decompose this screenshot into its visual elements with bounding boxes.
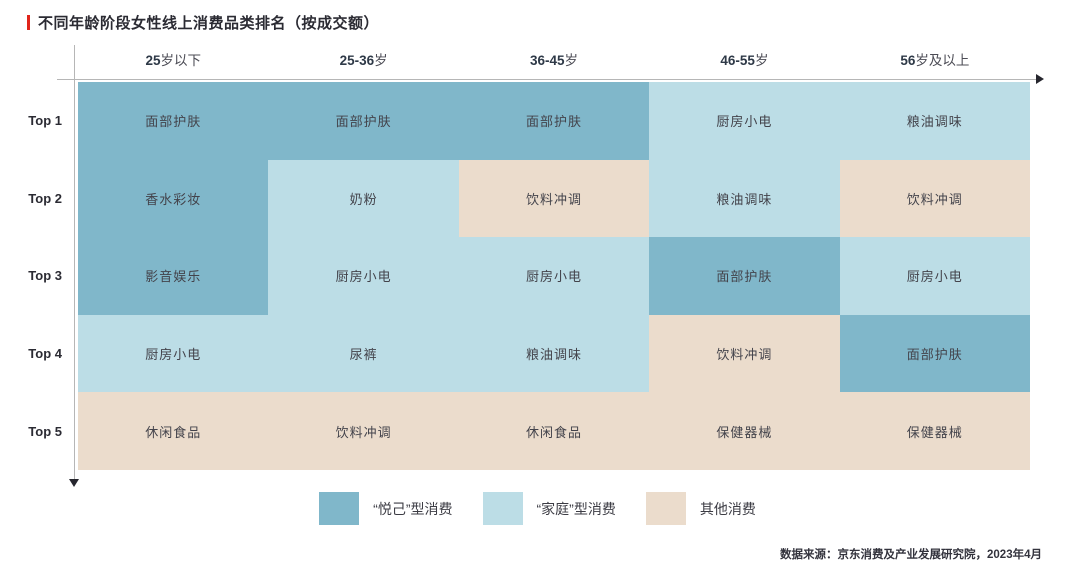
column-header: 46-55岁	[649, 49, 839, 69]
column-header: 56岁及以上	[840, 49, 1030, 69]
x-axis-arrow-icon	[1036, 74, 1044, 84]
rank-row-label: Top 3	[28, 268, 62, 284]
y-axis-arrow-icon	[69, 479, 79, 487]
column-header: 25岁以下	[78, 49, 268, 69]
rank-cell: 奶粉	[268, 159, 459, 238]
rank-cell: 影音娱乐	[78, 237, 269, 315]
rank-cell: 饮料冲调	[649, 314, 840, 393]
chart-title-block: 不同年龄阶段女性线上消费品类排名（按成交额）	[27, 12, 379, 33]
rank-cell: 面部护肤	[78, 82, 269, 160]
rank-cell: 尿裤	[268, 314, 459, 393]
rank-row-label: Top 5	[28, 423, 62, 439]
legend-label: “悦己”型消费	[373, 500, 453, 517]
x-axis-line	[57, 79, 1037, 80]
column-header-number: 56	[900, 53, 916, 68]
rank-cell: 粮油调味	[458, 314, 650, 393]
column-header-suffix: 岁以下	[160, 53, 201, 68]
column-header-suffix: 岁	[754, 53, 769, 68]
rank-cell: 休闲食品	[458, 392, 650, 470]
y-axis-line	[74, 45, 75, 479]
rank-row-label: Top 4	[28, 346, 62, 362]
column-header-number: 46-55	[720, 53, 755, 68]
rank-cell: 保健器械	[649, 392, 840, 470]
legend-swatch-family	[482, 492, 523, 525]
legend-swatch-other	[645, 492, 686, 525]
page-title: 不同年龄阶段女性线上消费品类排名（按成交额）	[38, 15, 380, 32]
column-header: 36-45岁	[459, 49, 649, 69]
rank-cell: 粮油调味	[839, 82, 1030, 160]
legend-label: 其他消费	[699, 500, 756, 517]
legend: “悦己”型消费 “家庭”型消费 其他消费	[0, 492, 1075, 525]
legend-swatch-self	[319, 492, 360, 525]
rank-cell: 饮料冲调	[268, 392, 459, 470]
column-header-suffix: 岁	[374, 53, 388, 68]
rank-cell: 休闲食品	[78, 392, 269, 470]
rank-cell: 粮油调味	[649, 159, 840, 238]
column-header-number: 36-45	[530, 53, 565, 68]
legend-item: “悦己”型消费	[319, 492, 453, 525]
rank-cell: 面部护肤	[649, 237, 840, 315]
ranking-matrix: 面部护肤面部护肤面部护肤厨房小电粮油调味香水彩妆奶粉饮料冲调粮油调味饮料冲调影音…	[78, 82, 1030, 470]
rank-cell: 厨房小电	[839, 237, 1030, 315]
legend-item: “家庭”型消费	[482, 492, 616, 525]
rank-cell: 厨房小电	[268, 237, 459, 315]
rank-row-labels: Top 1 Top 2 Top 3 Top 4 Top 5	[0, 82, 62, 470]
rank-cell: 饮料冲调	[839, 159, 1030, 238]
rank-cell: 厨房小电	[78, 314, 269, 393]
column-header-suffix: 岁及以上	[915, 53, 970, 68]
rank-row-label: Top 1	[28, 113, 62, 129]
title-accent-bar	[27, 15, 30, 30]
legend-label: “家庭”型消费	[536, 500, 616, 517]
rank-row-label: Top 2	[28, 190, 62, 206]
rank-cell: 饮料冲调	[458, 159, 650, 238]
legend-item: 其他消费	[645, 492, 756, 525]
rank-cell: 厨房小电	[649, 82, 840, 160]
rank-cell: 香水彩妆	[78, 159, 269, 238]
column-header: 25-36岁	[268, 49, 458, 69]
rank-cell: 保健器械	[839, 392, 1030, 470]
column-header-number: 25-36	[339, 53, 375, 68]
rank-cell: 厨房小电	[458, 237, 650, 315]
column-header-number: 25	[145, 53, 161, 68]
rank-cell: 面部护肤	[458, 82, 650, 160]
rank-cell: 面部护肤	[268, 82, 459, 160]
rank-cell: 面部护肤	[839, 314, 1030, 393]
data-source-note: 数据来源：京东消费及产业发展研究院，2023年4月	[780, 549, 1042, 561]
column-header-suffix: 岁	[564, 53, 579, 68]
